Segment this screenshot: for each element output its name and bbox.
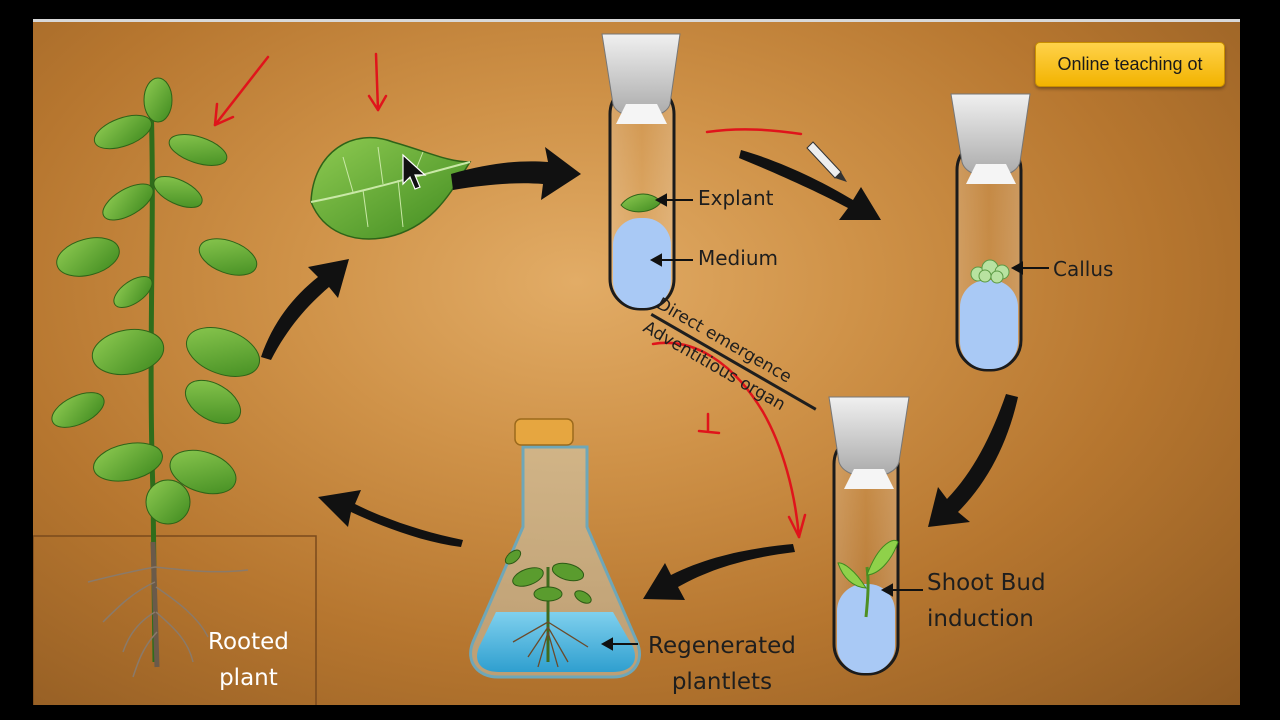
- arrow-tube2-to-tube3: [928, 394, 1018, 527]
- erlenmeyer-flask: [469, 418, 641, 679]
- soil-box: [33, 535, 317, 705]
- label-pointers: [600, 193, 1049, 651]
- arrow-tube1-to-tube2: [739, 150, 881, 220]
- red-arrow-leaf: [374, 52, 380, 112]
- test-tube-callus: [950, 93, 1031, 372]
- arrow-plant-to-leaf: [261, 259, 349, 360]
- arrow-leaf-to-tube1: [451, 147, 581, 200]
- red-arrow-plant: [213, 55, 270, 127]
- flask-stopper: [514, 418, 574, 446]
- label-regenerated-line1: Regenerated: [648, 633, 796, 659]
- label-medium: Medium: [698, 246, 778, 270]
- tube3-shoot-stem: [864, 566, 870, 618]
- test-tube-shoot-bud: [828, 396, 910, 676]
- tube2-callus-clump: [970, 259, 1010, 284]
- watermark-text: Online teaching ot: [1057, 54, 1203, 74]
- label-rooted-line2: plant: [219, 665, 278, 691]
- tube3-cotton-plug: [828, 396, 910, 478]
- tube3-shoot-leaf: [866, 539, 899, 576]
- slide: Online teaching ot Explant Medium Callus…: [33, 22, 1240, 705]
- rooted-plant-illustration: [33, 77, 317, 705]
- plant-leaves: [51, 77, 260, 525]
- diagram-canvas: [33, 33, 1049, 705]
- flask-plantlet-roots: [512, 621, 589, 668]
- watermark-badge: Online teaching ot: [1035, 42, 1225, 87]
- label-shoot-bud: Shoot Bud induction: [927, 565, 1046, 637]
- arrow-flask-to-plant: [318, 490, 463, 547]
- arrow-tube3-to-flask: [643, 544, 795, 600]
- label-regenerated-line2: plantlets: [671, 669, 773, 695]
- label-explant: Explant: [698, 186, 774, 210]
- red-curve-arrow: [651, 341, 801, 539]
- tube2-medium: [960, 280, 1018, 369]
- pen-cursor-icon: [806, 141, 847, 182]
- red-underline: [705, 128, 803, 136]
- plant-roots: [87, 566, 249, 678]
- red-annotations: [213, 52, 807, 539]
- plant-root-main: [150, 541, 160, 668]
- top-border-line: [33, 19, 1240, 22]
- test-tube-explant: [601, 33, 681, 311]
- tube3-medium: [837, 584, 895, 673]
- mouse-cursor-icon: [402, 153, 427, 190]
- flask-plantlet-leaves: [504, 549, 592, 604]
- leaf-illustration: [310, 137, 472, 240]
- label-rooted-plant: Rooted plant: [208, 624, 289, 696]
- tube1-medium: [613, 218, 671, 308]
- label-callus: Callus: [1053, 257, 1114, 281]
- label-shoot-bud-line2: induction: [927, 606, 1034, 632]
- label-rooted-line1: Rooted: [208, 629, 289, 655]
- process-arrows: [261, 147, 1018, 600]
- red-pen-mark: [697, 412, 721, 435]
- label-shoot-bud-line1: Shoot Bud: [927, 570, 1046, 596]
- label-regenerated-plantlets: Regenerated plantlets: [648, 628, 796, 700]
